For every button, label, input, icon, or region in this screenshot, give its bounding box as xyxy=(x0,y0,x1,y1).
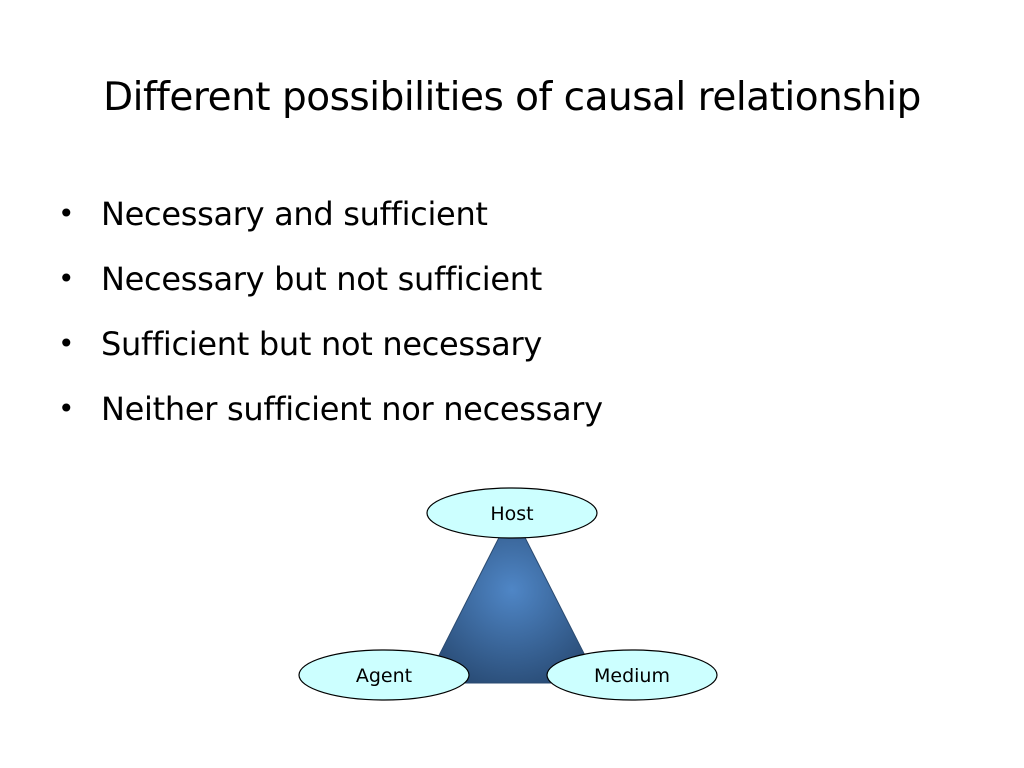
agent-node-shape xyxy=(298,649,470,701)
slide-title: Different possibilities of causal relati… xyxy=(103,75,921,120)
bullet-icon: • xyxy=(58,262,75,295)
triangle-shape xyxy=(424,510,600,684)
host-node: Host xyxy=(426,487,598,539)
agent-node-label: Agent xyxy=(356,665,412,687)
bullet-text: Neither sufficient nor necessary xyxy=(101,390,603,428)
bullet-text: Sufficient but not necessary xyxy=(101,325,542,363)
bullet-text: Necessary but not sufficient xyxy=(101,260,542,298)
agent-node: Agent xyxy=(298,649,470,701)
bullet-icon: • xyxy=(58,327,75,360)
medium-node: Medium xyxy=(546,649,718,701)
bullet-icon: • xyxy=(58,197,75,230)
host-node-label: Host xyxy=(490,503,533,525)
bullet-text: Necessary and sufficient xyxy=(101,195,488,233)
medium-node-shape xyxy=(546,649,718,701)
bullet-icon: • xyxy=(58,392,75,425)
host-node-shape xyxy=(426,487,598,539)
medium-node-label: Medium xyxy=(594,665,670,687)
